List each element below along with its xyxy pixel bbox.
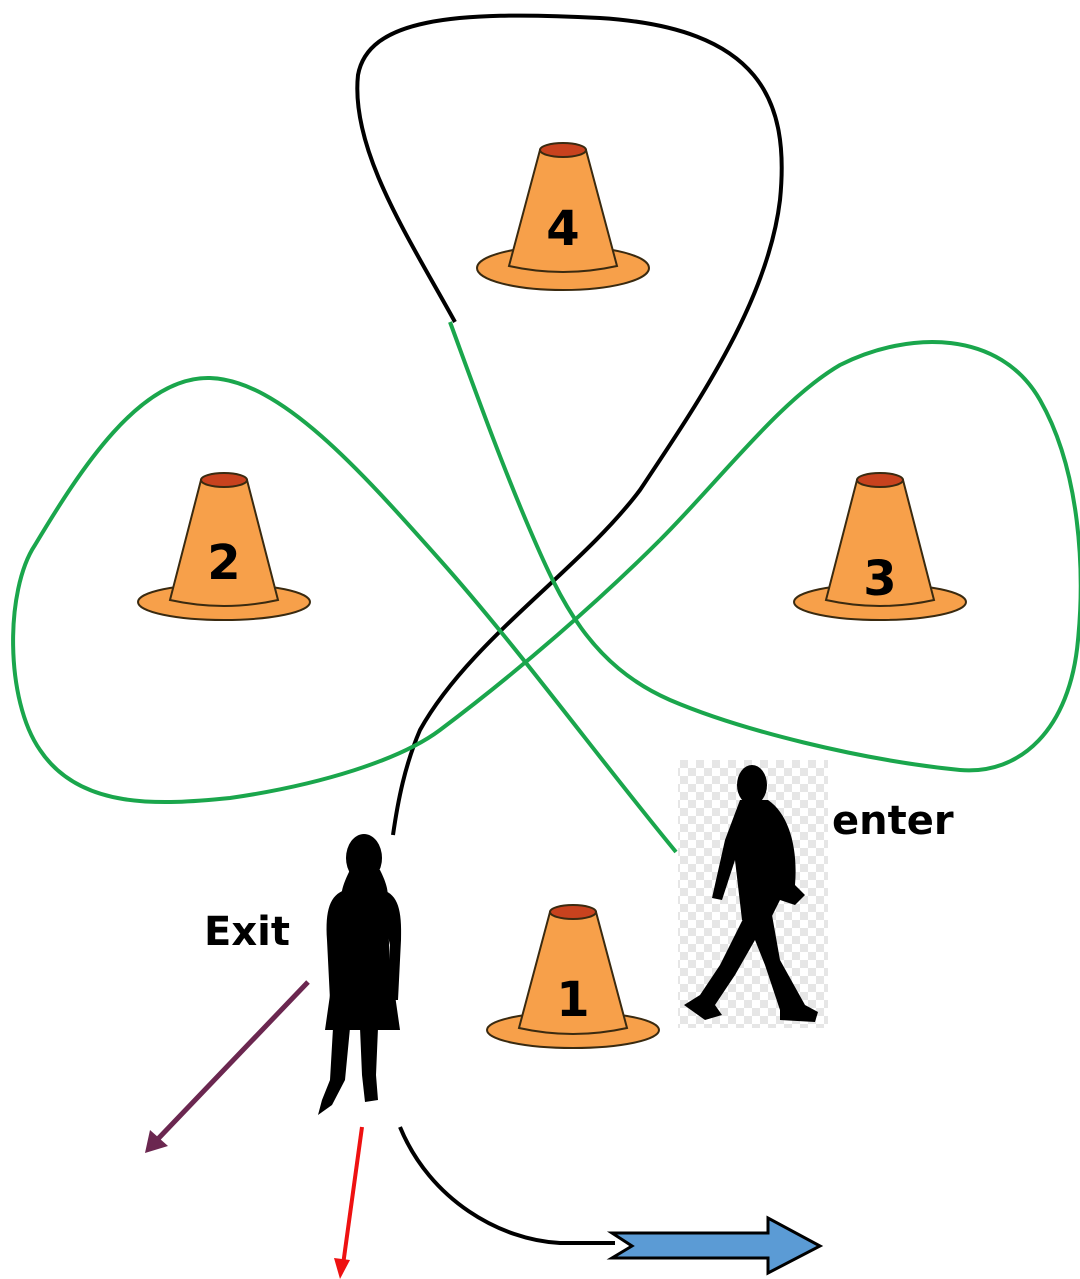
green-path-loop-3	[450, 322, 1080, 770]
cone-number-label: 2	[207, 535, 240, 591]
cone-top	[540, 143, 586, 157]
cone-number-label: 1	[556, 972, 589, 1028]
woman-silhouette-icon	[318, 834, 401, 1115]
cone-top	[201, 473, 247, 487]
black-path-loop-4	[357, 16, 781, 835]
cone-top	[550, 905, 596, 919]
green-path-loop-2	[13, 378, 676, 852]
traffic-cone-2: 2	[138, 473, 310, 620]
traffic-cone-4: 4	[477, 143, 649, 290]
black-path-exit-curve	[400, 1127, 615, 1243]
blue-exit-arrow	[612, 1218, 820, 1273]
red-exit-arrow	[334, 1127, 362, 1279]
enter-label: enter	[832, 798, 954, 844]
exit-label: Exit	[204, 909, 290, 955]
cone-top	[857, 473, 903, 487]
purple-exit-arrow	[145, 982, 308, 1153]
traffic-cone-3: 3	[794, 473, 966, 620]
traffic-cone-1: 1	[487, 905, 659, 1048]
cone-number-label: 3	[863, 551, 896, 607]
cone-number-label: 4	[546, 201, 579, 257]
man-walking-silhouette-icon	[678, 760, 828, 1028]
